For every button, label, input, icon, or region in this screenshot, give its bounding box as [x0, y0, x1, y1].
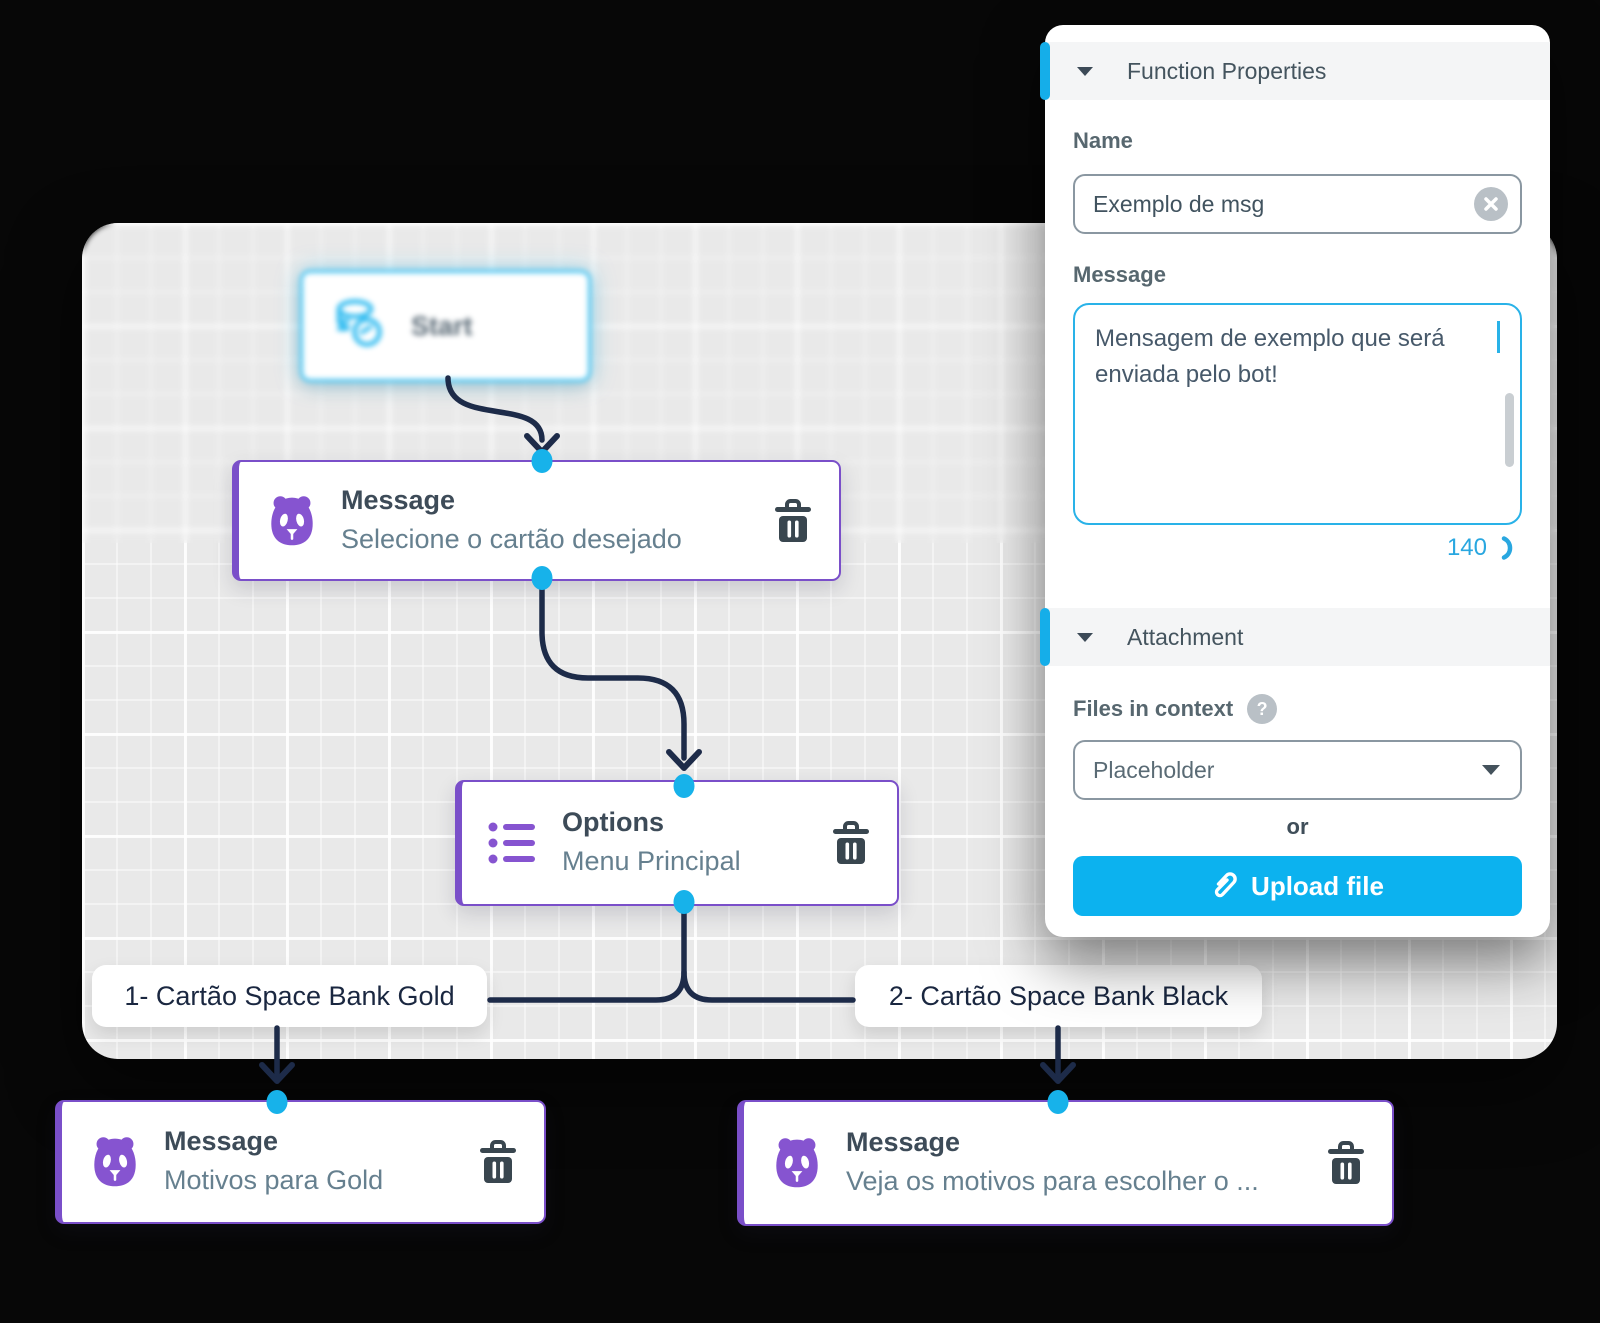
upload-file-label: Upload file: [1251, 870, 1384, 901]
node-subtitle: Motivos para Gold: [164, 1165, 384, 1196]
delete-node-button[interactable]: [833, 821, 869, 865]
upload-file-button[interactable]: Upload file: [1073, 856, 1522, 916]
files-select[interactable]: Placeholder: [1073, 740, 1522, 800]
connector-dot[interactable]: [1047, 1090, 1069, 1114]
char-limit-arc-icon: [1501, 536, 1513, 560]
files-select-value: Placeholder: [1093, 756, 1215, 783]
message-textarea[interactable]: Mensagem de exemplo que será enviada pel…: [1073, 303, 1522, 525]
chevron-down-icon: [1482, 765, 1500, 775]
branch-label-text: 2- Cartão Space Bank Black: [888, 980, 1229, 1011]
node-subtitle: Menu Principal: [562, 846, 741, 877]
delete-node-button[interactable]: [1328, 1141, 1364, 1185]
node-message-gold-reasons[interactable]: Message Motivos para Gold: [55, 1100, 546, 1224]
arrowhead-icon: [1040, 1062, 1076, 1084]
name-label: Name: [1073, 128, 1133, 153]
trash-icon: [480, 1140, 516, 1183]
node-message-black-reasons[interactable]: Message Veja os motivos para escolher o …: [737, 1100, 1394, 1226]
clear-name-button[interactable]: [1474, 187, 1508, 221]
node-message-select-card[interactable]: Message Selecione o cartão desejado: [232, 460, 841, 581]
connector-dot[interactable]: [531, 566, 553, 590]
section-title: Attachment: [1127, 623, 1244, 650]
section-title: Function Properties: [1127, 57, 1327, 84]
help-icon[interactable]: ?: [1247, 694, 1278, 724]
node-type-label: Message: [164, 1126, 279, 1157]
section-header-function-properties[interactable]: Function Properties: [1040, 42, 1550, 100]
database-check-icon: [331, 296, 387, 357]
delete-node-button[interactable]: [480, 1140, 516, 1184]
node-subtitle: Selecione o cartão desejado: [341, 523, 682, 554]
char-counter-row: 140: [1073, 533, 1522, 563]
node-type-label: Message: [846, 1127, 961, 1158]
trash-icon: [1328, 1141, 1364, 1184]
section-header-attachment[interactable]: Attachment: [1040, 608, 1550, 666]
node-subtitle: Veja os motivos para escolher o ...: [846, 1166, 1259, 1197]
branch-label-text: 1- Cartão Space Bank Gold: [124, 980, 455, 1011]
bot-hippo-icon: [265, 493, 319, 549]
trash-icon: [775, 498, 811, 542]
branch-label-gold[interactable]: 1- Cartão Space Bank Gold: [92, 965, 487, 1027]
message-label: Message: [1073, 262, 1166, 287]
files-in-context-label: Files in context: [1073, 696, 1234, 721]
section-accent-bar: [1040, 608, 1050, 666]
chevron-down-icon: [1077, 66, 1093, 76]
connector-dot[interactable]: [266, 1090, 288, 1114]
close-icon: [1484, 197, 1498, 211]
connector-dot[interactable]: [531, 449, 553, 473]
name-input-wrapper: [1073, 174, 1522, 234]
arrowhead-icon: [259, 1062, 295, 1084]
bot-hippo-icon: [770, 1135, 824, 1191]
connector-dot[interactable]: [673, 890, 695, 914]
or-separator: or: [1286, 814, 1309, 839]
char-count: 140: [1446, 534, 1487, 561]
chevron-down-icon: [1077, 632, 1093, 642]
trash-icon: [833, 821, 869, 864]
files-in-context-row: Files in context ?: [1073, 694, 1522, 724]
node-options-main-menu[interactable]: Options Menu Principal: [455, 780, 899, 906]
node-start-title: Start: [411, 310, 473, 341]
node-start[interactable]: Start: [300, 270, 591, 382]
branch-label-black[interactable]: 2- Cartão Space Bank Black: [855, 965, 1262, 1027]
options-list-icon: [488, 819, 540, 867]
node-type-label: Options: [562, 807, 664, 838]
properties-panel: Function Properties Name Message Mensage…: [1040, 25, 1550, 937]
bot-hippo-icon: [88, 1134, 142, 1190]
node-type-label: Message: [341, 484, 456, 515]
delete-node-button[interactable]: [775, 498, 811, 543]
message-text: Mensagem de exemplo que será enviada pel…: [1095, 325, 1445, 388]
name-input[interactable]: [1075, 176, 1520, 232]
textarea-scrollbar[interactable]: [1505, 393, 1514, 467]
text-cursor: [1497, 321, 1500, 353]
paperclip-icon: [1214, 872, 1237, 898]
connector-dot[interactable]: [673, 774, 695, 798]
section-accent-bar: [1040, 42, 1050, 100]
